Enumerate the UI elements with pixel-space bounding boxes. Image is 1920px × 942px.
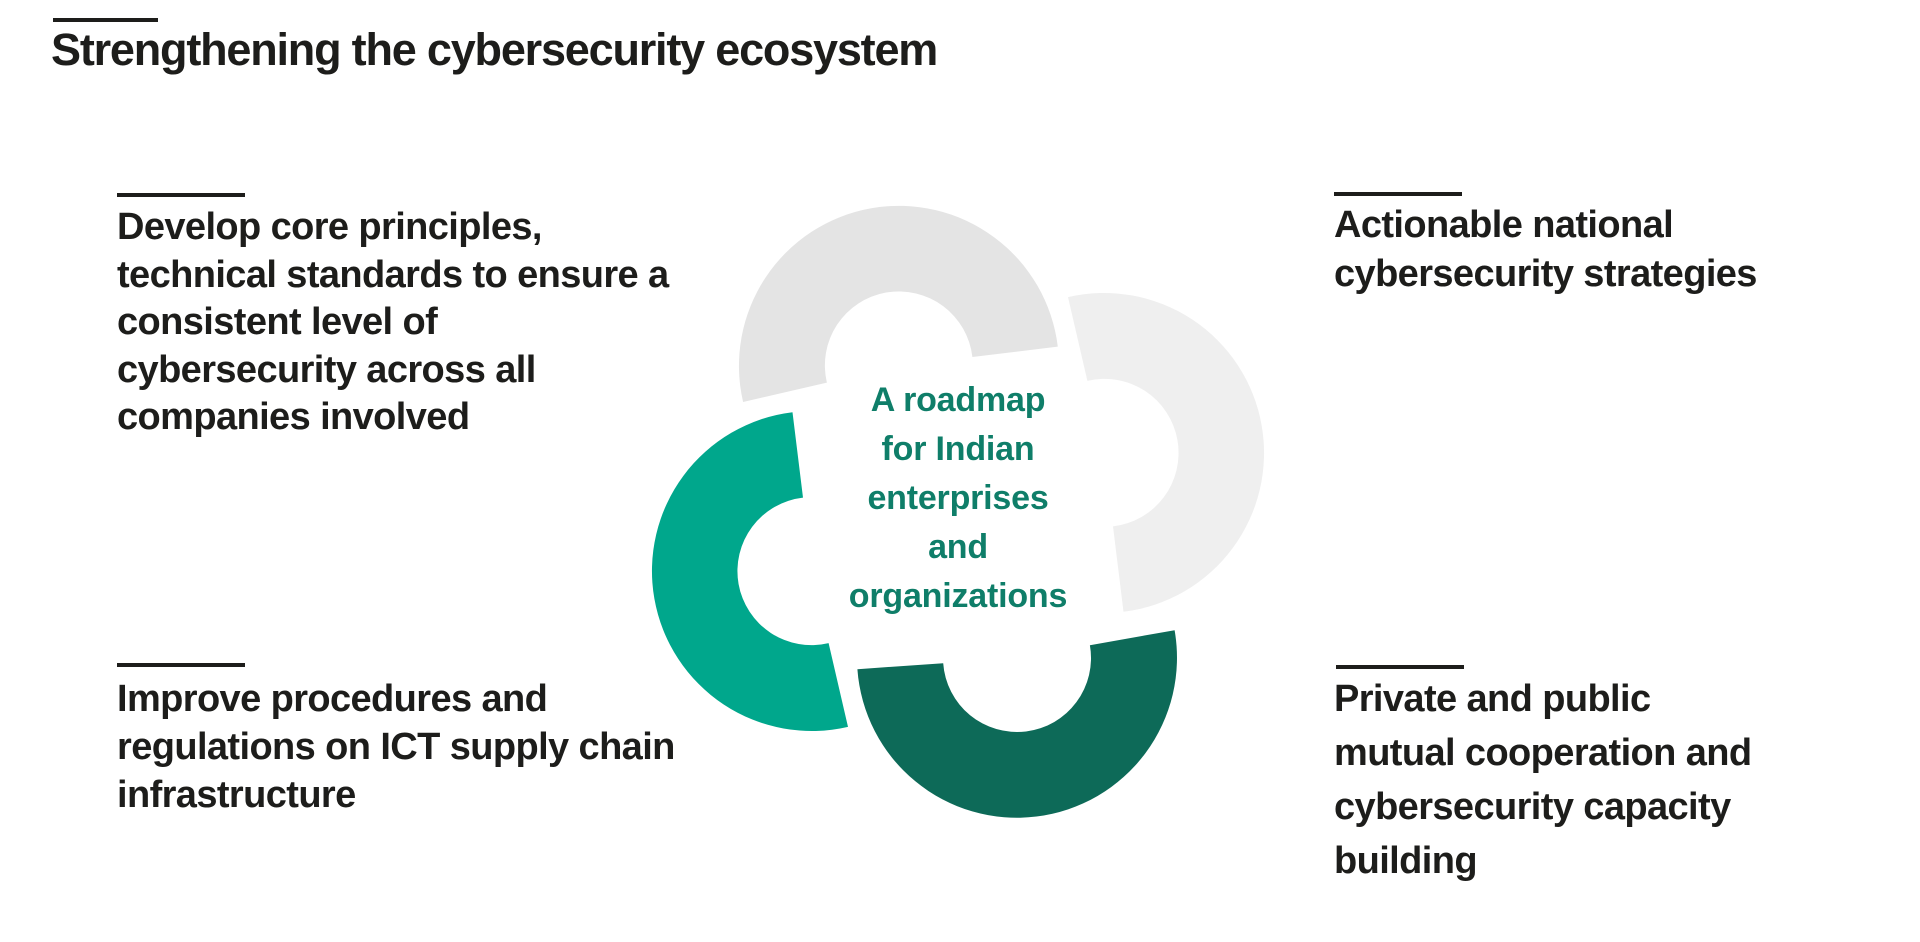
callout-bottom-right: Private and public mutual cooperation an… bbox=[1334, 672, 1752, 888]
center-label-line: organizations bbox=[848, 577, 1068, 615]
callout-line: cybersecurity across all bbox=[117, 348, 536, 391]
callout-line: infrastructure bbox=[117, 774, 356, 816]
callout-line: mutual cooperation and bbox=[1334, 732, 1752, 774]
callout-top-right-rule bbox=[1334, 192, 1462, 196]
callout-top-right: Actionable national cybersecurity strate… bbox=[1334, 201, 1757, 299]
callout-line: Improve procedures and bbox=[117, 678, 548, 720]
flower-diagram-icon bbox=[651, 205, 1265, 818]
callout-line: consistent level of bbox=[117, 301, 438, 343]
title-rule bbox=[53, 18, 158, 22]
center-label-line: and bbox=[928, 528, 988, 566]
callout-line: Actionable national bbox=[1334, 204, 1674, 246]
left-petal bbox=[651, 412, 848, 732]
callout-bottom-left-rule bbox=[117, 663, 245, 667]
center-label-line: A roadmap bbox=[870, 381, 1046, 419]
center-label-line: for Indian bbox=[881, 430, 1035, 468]
callout-top-left: Develop core principles, technical stand… bbox=[117, 204, 669, 442]
callout-line: building bbox=[1334, 840, 1478, 882]
callout-line: cybersecurity capacity bbox=[1334, 786, 1731, 828]
callout-line: Develop core principles, bbox=[117, 206, 542, 248]
top-petal bbox=[738, 205, 1058, 402]
slide-title: Strengthening the cybersecurity ecosyste… bbox=[51, 24, 938, 75]
callout-line: Private and public bbox=[1334, 678, 1651, 720]
callout-line: companies involved bbox=[117, 396, 470, 438]
callout-line: regulations on ICT supply chain bbox=[117, 726, 675, 768]
right-petal bbox=[1068, 292, 1265, 612]
center-label: A roadmap for Indian enterprises and org… bbox=[783, 376, 1133, 621]
callout-top-left-rule bbox=[117, 193, 245, 197]
center-label-line: enterprises bbox=[867, 479, 1049, 517]
callout-line: cybersecurity strategies bbox=[1334, 253, 1757, 295]
bottom-petal bbox=[857, 630, 1177, 818]
callout-line: technical standards to ensure a bbox=[117, 253, 669, 296]
callout-bottom-right-rule bbox=[1336, 665, 1464, 669]
callout-bottom-left: Improve procedures and regulations on IC… bbox=[117, 675, 675, 819]
